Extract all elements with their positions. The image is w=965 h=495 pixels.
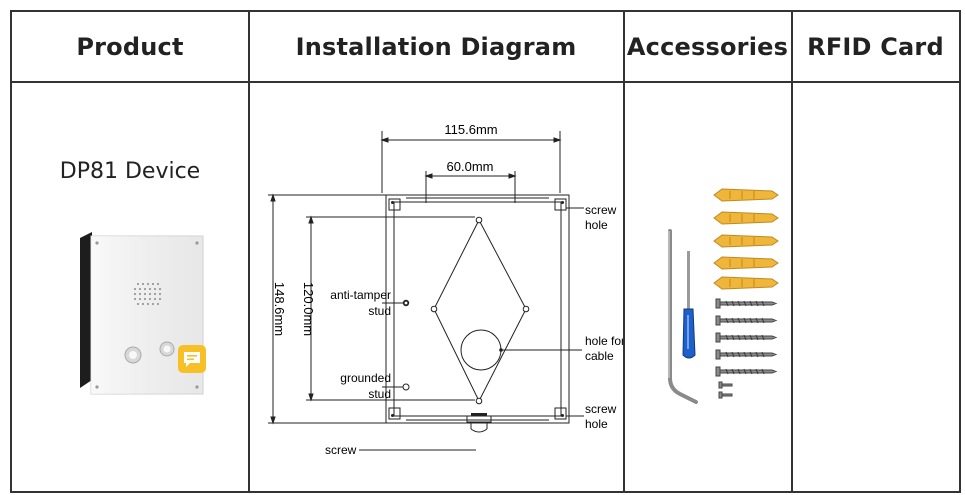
allen-key [668,229,698,404]
accessories-image [668,188,779,404]
label-height-total: 148.6mm [272,282,287,336]
column-divider-2 [623,12,625,491]
screws [715,298,778,399]
header-divider [12,81,959,83]
screwdriver [682,251,696,359]
label-height-inner: 120.0mm [301,282,316,336]
rfid-card-cell [792,83,959,493]
label-grounded-1: grounded [340,371,391,385]
label-width-total: 115.6mm [444,122,497,137]
label-anti-tamper-1: anti-tamper [330,288,391,302]
dp81-device-image [80,232,204,395]
header-product: Product [76,33,184,61]
comparison-table: Product Installation Diagram Accessories… [10,10,961,493]
product-name: DP81 Device [59,159,201,184]
label-width-inner: 60.0mm [447,159,494,174]
label-grounded-2: stud [368,387,391,401]
label-cable-hole-1: hole for [585,334,623,348]
label-screw-hole-bottom-1: screw [585,402,617,416]
label-screw-hole-bottom-2: hole [585,417,608,431]
label-screw: screw [325,443,357,457]
installation-diagram: 115.6mm 60.0mm 148.6mm 120.0mm screw hol… [268,122,623,457]
label-anti-tamper-2: stud [368,304,391,318]
header-installation-diagram: Installation Diagram [295,33,577,61]
chat-badge-icon [178,345,206,373]
column-divider-1 [248,12,250,491]
header-rfid-card: RFID Card [807,33,944,61]
label-cable-hole-2: cable [585,349,614,363]
label-screw-hole-top-2: hole [585,218,608,232]
wall-anchors [713,188,779,290]
header-accessories: Accessories [626,33,789,61]
label-screw-hole-top-1: screw [585,203,617,217]
column-divider-3 [791,12,793,491]
